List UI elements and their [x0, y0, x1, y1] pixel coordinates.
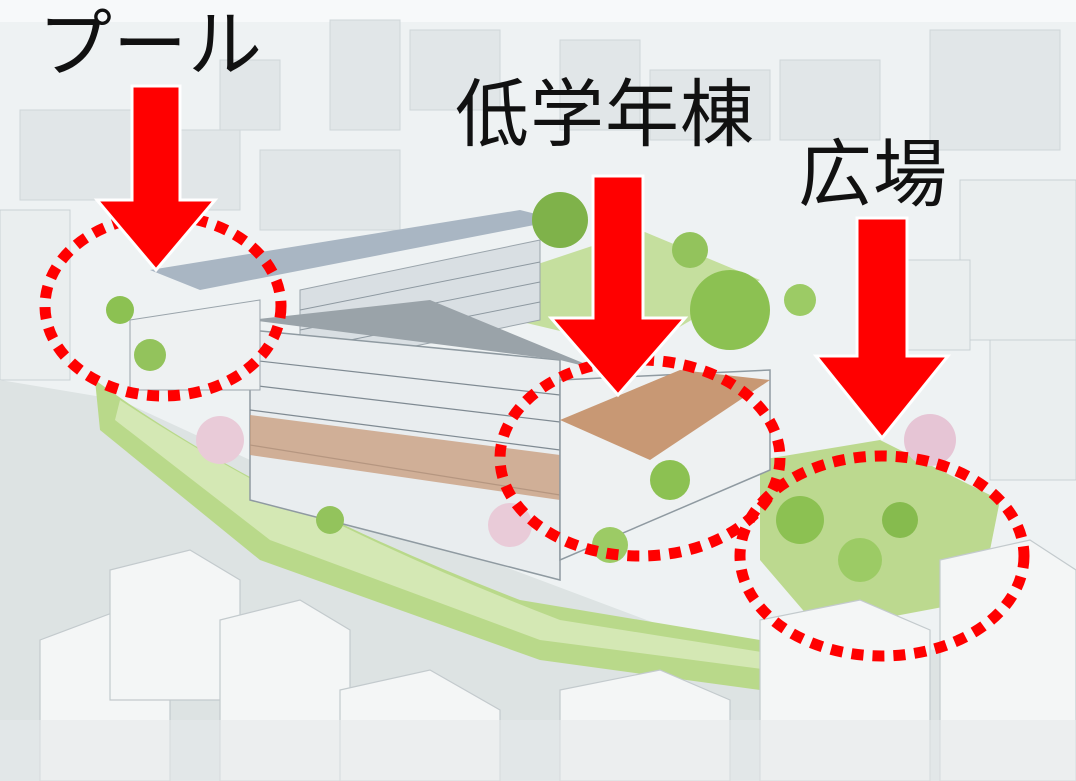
pool-label: プール [38, 2, 263, 88]
terrace-floor [250, 415, 560, 500]
lower-grade-building-label: 低学年棟 [455, 72, 755, 158]
top-band [0, 0, 1076, 22]
plaza-label: 広場 [798, 132, 948, 218]
trees [106, 192, 956, 582]
main-roof [250, 300, 600, 370]
road [0, 720, 1076, 781]
pool-building [129, 299, 261, 391]
solar-roof [150, 210, 560, 290]
dashed-circle-marker-lower-grade [494, 354, 786, 562]
dashed-circle-marker-plaza [734, 450, 1030, 662]
rooftop-garden [560, 370, 770, 460]
down-arrow-icon-pool [93, 84, 219, 273]
down-arrow-icon-plaza [812, 216, 952, 441]
distant-buildings [19, 19, 1061, 231]
down-arrow-icon-lower-grade [547, 174, 689, 398]
